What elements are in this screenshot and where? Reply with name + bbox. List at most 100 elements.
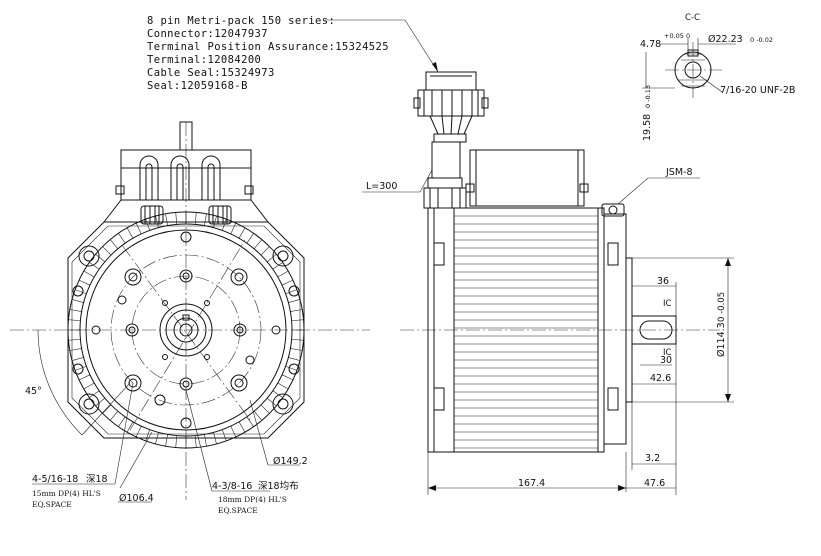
cooling-fin (109, 411, 119, 421)
cooling-fin (109, 239, 119, 249)
side-lugs (72, 285, 300, 375)
gland-leader (617, 177, 700, 205)
dim-end-label: 47.6 (644, 478, 665, 489)
cooling-fin (285, 365, 297, 371)
cooling-fin (246, 233, 254, 244)
cooling-fin (221, 219, 227, 231)
thread-leader (699, 75, 723, 93)
cooling-fin (75, 289, 87, 295)
key-width-tol: +0.05 0 (664, 32, 690, 40)
cooling-fin (291, 319, 304, 322)
front-diagonal-centerline-2 (129, 239, 246, 431)
outer-bolt-hole-3 (124, 374, 142, 392)
section-hatch (678, 53, 708, 87)
section-keyway (687, 49, 699, 57)
angle-label: 45° (25, 386, 42, 397)
connector-note-line-6: Seal:12059168-B (147, 80, 248, 92)
housing-outline (67, 221, 305, 439)
cooling-fin (78, 374, 91, 381)
dim-42-label: 42.6 (650, 373, 671, 384)
holes-1-leader (32, 382, 134, 485)
angle-ext-line (81, 382, 131, 436)
connector-note-line-2: Connector:12047937 (147, 28, 268, 40)
cooling-fin-ring (68, 212, 304, 448)
dim-pilot-label: Ø114.3 (716, 322, 727, 357)
cooling-fin (272, 262, 283, 270)
holes-2-leader (185, 389, 213, 492)
holes-2-space: EQ.SPACE (218, 506, 258, 515)
cooling-fin (155, 215, 159, 228)
connector-note-line-1: 8 pin Metri-pack 150 series: (147, 15, 335, 27)
cooling-fin (78, 279, 91, 286)
front-view: 45° Ø149.2 Ø106.4 4-5/16-18 深18 15mm DP(… (10, 121, 370, 515)
cooling-fin (71, 299, 84, 303)
cooling-fin (213, 432, 217, 445)
cooling-fin (68, 319, 81, 322)
holes-1-label: 4-5/16-18 (32, 474, 78, 485)
connector-leader-line (325, 19, 439, 73)
cooling-fin (238, 421, 246, 433)
connector-note-line-3: Terminal Position Assurance:15324525 (147, 41, 389, 53)
cooling-fin (194, 435, 197, 448)
key-height-tol: 0 -0.13 (644, 85, 652, 108)
cooling-fin (135, 425, 142, 438)
key-width-label: 4.78 (640, 39, 661, 50)
section-c-c: C-C 4.78 +0.05 0 Ø22.23 0 -0.02 7/16-20 … (640, 13, 795, 141)
cooling-fin (288, 357, 301, 361)
cooling-fin (272, 390, 283, 398)
cooling-fin (230, 425, 237, 438)
output-shaft (631, 315, 677, 345)
thread-label: 7/16-20 UNF-2B (720, 85, 795, 96)
side-view: L=300 JSM-8 (362, 71, 734, 495)
cooling-fin (267, 397, 277, 407)
dia-bolt-circle-1: Ø149.2 (273, 456, 308, 467)
angle-arc (37, 329, 83, 436)
cooling-fin (89, 390, 100, 398)
dim-36-label: 36 (657, 276, 669, 287)
holes-1-note: 15mm DP(4) HL'S (32, 489, 101, 498)
fin-outer-circle (67, 211, 305, 449)
cooling-fin (290, 309, 303, 312)
outer-bolt-hole-2 (230, 268, 248, 286)
side-bolts (433, 242, 619, 411)
dia106-leader (119, 431, 153, 489)
connector-note-line-4: Terminal:12084200 (147, 54, 261, 66)
connector-body (413, 71, 489, 143)
cable-gland (423, 177, 467, 209)
inner-bolt-hole-1 (179, 269, 193, 283)
bore-dia-label: Ø22.23 (708, 34, 743, 45)
side-fins (454, 215, 598, 449)
bolt-circle-inner (131, 275, 241, 385)
outer-bolt-hole-4 (230, 374, 248, 392)
cable (431, 141, 461, 179)
cooling-fin (213, 215, 217, 228)
connector-note-line-5: Cable Seal:15324973 (147, 67, 275, 79)
dia-bolt-circle-2: Ø106.4 (119, 493, 154, 504)
connector-leader-arrow (432, 62, 438, 72)
holes-2-label: 4-3/8-16 (212, 481, 252, 492)
dia149-leader (249, 399, 269, 466)
inner-bolt-hole-4 (125, 323, 139, 337)
cooling-fin (204, 434, 207, 447)
section-shaft (674, 51, 712, 89)
cooling-fin (68, 338, 81, 341)
cooling-fin (145, 219, 151, 231)
cooling-fin (253, 411, 263, 421)
cooling-fin (89, 262, 100, 270)
hub-outer (159, 303, 213, 357)
cooling-fin (83, 270, 95, 278)
small-holes (91, 231, 281, 429)
cooling-fin (126, 421, 134, 433)
cooling-fin (260, 246, 270, 256)
cooling-fin (145, 429, 151, 441)
cooling-fin (277, 382, 289, 390)
shaft-circle (173, 317, 199, 343)
cooling-fin (118, 233, 126, 244)
key-label-2: IC (663, 348, 672, 358)
cooling-fin (135, 222, 142, 235)
gland-label: JSM-8 (665, 167, 693, 178)
cooling-fin (253, 239, 263, 249)
cooling-fin (165, 213, 168, 226)
cooling-fin (288, 299, 301, 303)
